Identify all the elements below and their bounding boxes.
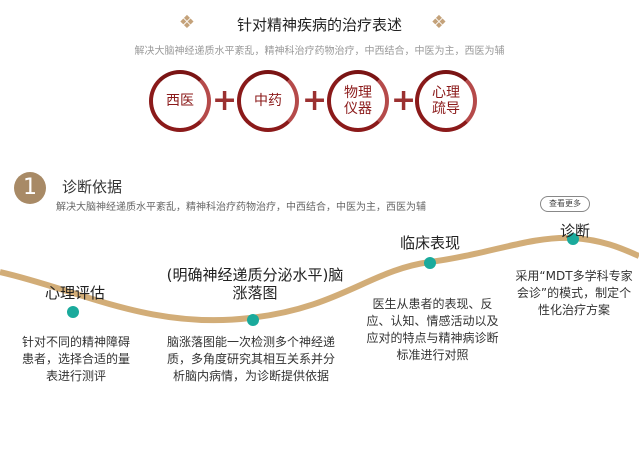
plus-icon: + <box>212 83 238 118</box>
timeline-dot <box>424 257 436 269</box>
step-desc: 医生从患者的表现、反应、认知、情感活动以及应对的特点与精神病诊断标准进行对照 <box>366 297 499 362</box>
ornament-left-icon: ❖ <box>178 12 196 33</box>
page-subtitle: 解决大脑神经递质水平紊乱，精神科治疗药物治疗，中西结合，中医为主，西医为辅 <box>134 46 505 57</box>
section-subtitle: 解决大脑神经递质水平紊乱，精神科治疗药物治疗，中西结合，中医为主，西医为辅 <box>56 202 426 213</box>
step-label: (明确神经递质分泌水平)脑涨落图 <box>166 266 344 302</box>
timeline-dot <box>247 314 259 326</box>
plus-icon: + <box>391 83 417 118</box>
view-more-button[interactable]: 查看更多 <box>540 196 590 212</box>
treatment-western-medicine: 西医 <box>149 70 211 132</box>
plus-icon: + <box>302 83 328 118</box>
treatment-chinese-medicine: 中药 <box>237 70 299 132</box>
section-title: 诊断依据 <box>62 178 123 196</box>
ornament-right-icon: ❖ <box>430 12 448 33</box>
step-desc: 采用“MDT多学科专家会诊”的模式，制定个性化治疗方案 <box>515 269 633 317</box>
step-desc: 针对不同的精神障碍患者，选择合适的量表进行测评 <box>21 335 130 383</box>
step-label: 诊断 <box>559 222 590 240</box>
step-label: 心理评估 <box>44 284 105 302</box>
step-label: 临床表现 <box>399 234 460 252</box>
section-number-badge: 1 <box>14 172 46 204</box>
timeline-dot <box>67 306 79 318</box>
page-title: 针对精神疾病的治疗表述 <box>236 16 402 34</box>
treatment-psychological: 心理疏导 <box>415 70 477 132</box>
timeline-dot <box>567 233 579 245</box>
treatment-physical-device: 物理仪器 <box>327 70 389 132</box>
step-desc: 脑涨落图能一次检测多个神经递质，多角度研究其相互关系并分析脑内病情，为诊断提供依… <box>166 335 335 383</box>
